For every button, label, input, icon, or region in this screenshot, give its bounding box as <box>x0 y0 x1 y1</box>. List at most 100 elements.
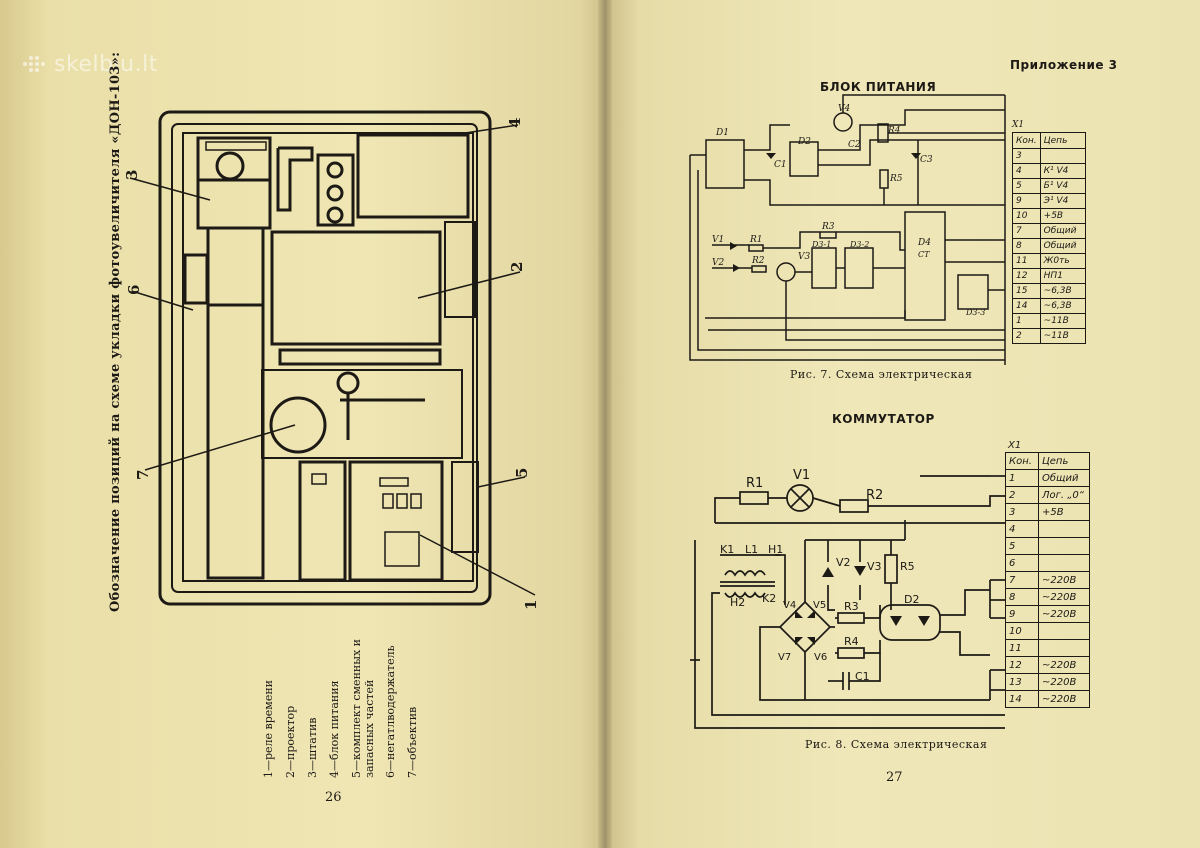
table-cell <box>1038 622 1090 640</box>
psu-label-d3-1: D3-1 <box>812 240 832 249</box>
psu-label-c3: C3 <box>920 155 933 165</box>
comm-label-r3: R3 <box>844 600 859 613</box>
book-spine <box>598 0 612 848</box>
comm-label-v6: V6 <box>814 652 828 663</box>
table-cell: ~220В <box>1038 656 1090 674</box>
page-number-left: 26 <box>325 790 342 805</box>
table-row: 4 <box>1005 520 1090 538</box>
table-header-cell: Кон. <box>1005 452 1039 470</box>
comm-table-title: X1 <box>1008 440 1022 451</box>
table-row: 11 <box>1005 639 1090 657</box>
comm-label-v7: V7 <box>778 652 792 663</box>
table-cell: ~220В <box>1038 571 1090 589</box>
commutator-caption: Рис. 8. Схема электрическая <box>805 738 988 751</box>
psu-label-c1: C1 <box>774 160 787 170</box>
watermark: skelbiu.lt <box>22 52 158 77</box>
comm-label-r4: R4 <box>844 635 859 648</box>
comm-label-k1: K1 <box>720 543 735 556</box>
comm-label-r1: R1 <box>746 476 764 491</box>
table-cell: Лог. „0“ <box>1038 486 1090 504</box>
table-header-cell: Цепь <box>1038 452 1090 470</box>
psu-label-d3-2: D3-2 <box>850 240 870 249</box>
comm-label-r2: R2 <box>866 488 884 503</box>
psu-label-d3-3: D3-3 <box>966 308 986 317</box>
left-page <box>0 0 610 848</box>
table-cell: 9 <box>1005 605 1039 623</box>
table-cell: 11 <box>1005 639 1039 657</box>
table-header: Кон. Цепь <box>1005 452 1090 470</box>
table-row: 8~220В <box>1005 588 1090 606</box>
table-header: Кон. Цепь <box>1012 132 1086 149</box>
right-page <box>604 0 1200 848</box>
table-row: 13~220В <box>1005 673 1090 691</box>
table-cell: 12 <box>1005 656 1039 674</box>
table-row: 7~220В <box>1005 571 1090 589</box>
psu-label-r1: R1 <box>750 235 763 245</box>
psu-label-r4: R4 <box>888 126 901 136</box>
table-cell: ~220В <box>1038 605 1090 623</box>
table-row: 6 <box>1005 554 1090 572</box>
comm-label-v2: V2 <box>836 556 851 569</box>
comm-label-r5: R5 <box>900 560 915 573</box>
psu-label-r5: R5 <box>890 174 903 184</box>
commutator-title: КОММУТАТОР <box>832 412 935 426</box>
page-number-right: 27 <box>886 770 903 785</box>
table-cell: ~220В <box>1038 673 1090 691</box>
comm-label-d2: D2 <box>904 593 920 606</box>
table-cell: 8 <box>1005 588 1039 606</box>
table-cell <box>1038 537 1090 555</box>
psu-label-d4: D4 <box>918 238 931 248</box>
watermark-dots-icon <box>23 56 45 72</box>
packing-diagram <box>129 110 536 606</box>
comm-label-v4: V4 <box>783 600 797 611</box>
psu-label-r3: R3 <box>822 222 835 232</box>
appendix-header: Приложение 3 <box>1010 58 1118 72</box>
comm-label-h2: H2 <box>730 596 746 609</box>
comm-label-v1: V1 <box>793 468 811 483</box>
table-cell: 13 <box>1005 673 1039 691</box>
comm-label-c1: C1 <box>855 670 870 683</box>
psu-label-d2: D2 <box>798 137 811 147</box>
table-row: 9~220В <box>1005 605 1090 623</box>
table-cell: 3 <box>1005 503 1039 521</box>
psu-title: БЛОК ПИТАНИЯ <box>820 80 937 94</box>
table-row: 1~11В <box>1012 313 1086 329</box>
table-cell: 14 <box>1005 690 1039 708</box>
psu-label-c2: C2 <box>848 140 861 150</box>
table-cell: ~11В <box>1039 328 1086 344</box>
table-cell <box>1038 639 1090 657</box>
comm-label-l1: L1 <box>745 543 759 556</box>
table-row: 2~11В <box>1012 328 1086 344</box>
psu-label-v4: V4 <box>838 104 851 114</box>
table-cell: 6 <box>1005 554 1039 572</box>
table-cell: ~220В <box>1038 690 1090 708</box>
table-cell: 2 <box>1005 486 1039 504</box>
table-cell: 4 <box>1005 520 1039 538</box>
table-cell: 10 <box>1005 622 1039 640</box>
table-row: 12~220В <box>1005 656 1090 674</box>
table-cell: +5В <box>1038 503 1090 521</box>
psu-label-v3: V3 <box>798 252 811 262</box>
table-cell: 7 <box>1005 571 1039 589</box>
comm-label-h1: H1 <box>768 543 784 556</box>
psu-table-title: X1 <box>1012 120 1025 130</box>
psu-label-r2: R2 <box>752 256 765 266</box>
table-cell: ~220В <box>1038 588 1090 606</box>
comm-label-k2: K2 <box>762 592 777 605</box>
table-cell: 5 <box>1005 537 1039 555</box>
table-row: 10 <box>1005 622 1090 640</box>
table-cell <box>1038 554 1090 572</box>
psu-label-ct: CT <box>918 250 930 259</box>
psu-caption: Рис. 7. Схема электрическая <box>790 368 973 381</box>
table-cell: 1 <box>1005 469 1039 487</box>
